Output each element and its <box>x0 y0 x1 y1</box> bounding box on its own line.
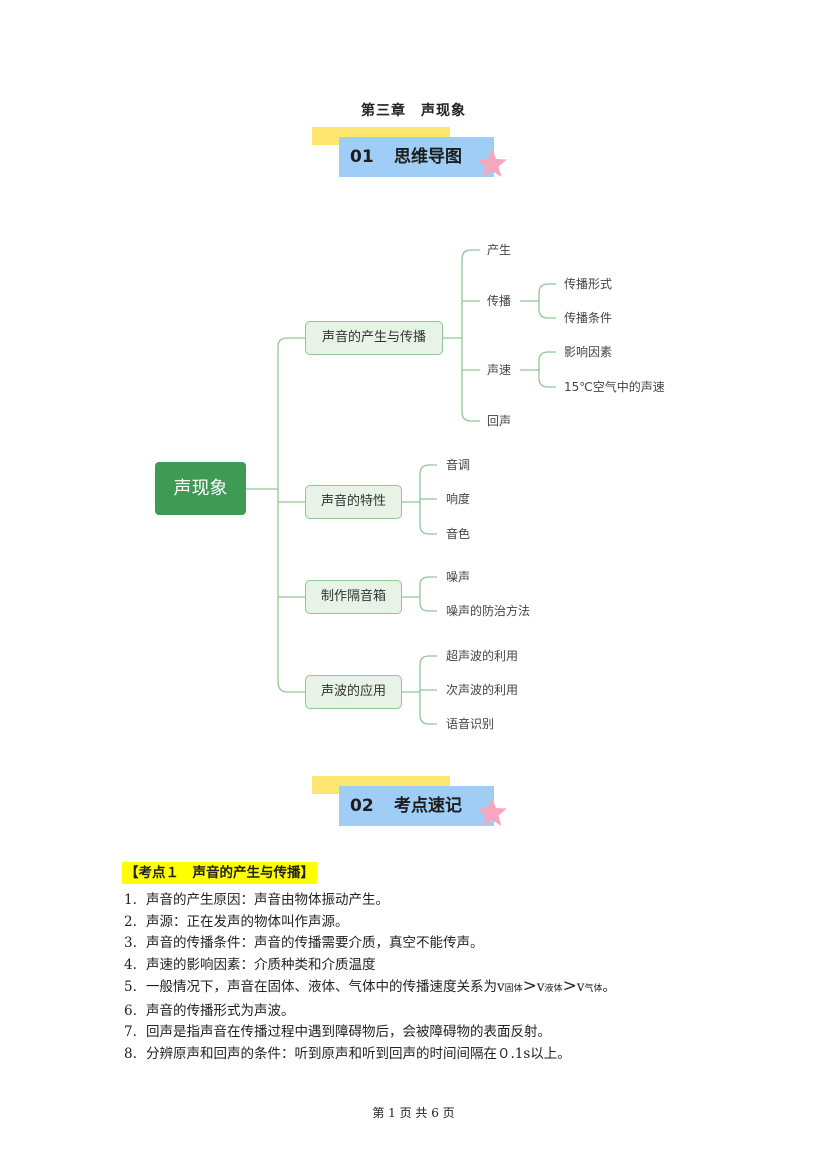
star-icon <box>477 798 507 826</box>
chapter-title: 第三章 声现象 <box>361 103 466 119</box>
mindmap-leaf: 声速 <box>487 363 512 377</box>
mindmap-leaf: 响度 <box>446 492 471 506</box>
list-item: 3.声音的传播条件：声音的传播需要介质，真空不能传声。 <box>124 935 484 951</box>
mindmap-leaf: 15℃空气中的声速 <box>564 380 665 394</box>
keypoint-title: 【考点１ 声音的产生与传播】 <box>122 862 317 884</box>
keypoint-list: 1.声音的产生原因：声音由物体振动产生。 2.声源：正在发声的物体叫作声源。 3… <box>124 890 724 1065</box>
mindmap-leaf: 回声 <box>487 414 512 428</box>
mindmap-root: 声现象 <box>155 462 246 515</box>
section-title: 思维导图 <box>394 147 462 167</box>
list-item: 5.一般情况下，声音在固体、液体、气体中的传播速度关系为v固体>v液体>v气体。 <box>124 976 616 996</box>
page-footer: 第 1 页 共 6 页 <box>372 1106 455 1120</box>
section-banner-keypoints: 02 考点速记 <box>312 776 512 836</box>
mindmap-branch-characteristics: 声音的特性 <box>305 485 402 519</box>
list-item: 2.声源：正在发声的物体叫作声源。 <box>124 913 349 930</box>
mindmap-leaf: 语音识别 <box>446 717 495 731</box>
mindmap-leaf: 音调 <box>446 458 471 472</box>
list-item: 4.声速的影响因素：介质种类和介质温度 <box>124 956 376 973</box>
mindmap-leaf: 传播形式 <box>564 277 613 291</box>
section-title: 考点速记 <box>394 796 462 816</box>
list-item: 7.回声是指声音在传播过程中遇到障碍物后，会被障碍物的表面反射。 <box>124 1024 551 1040</box>
mindmap-leaf: 音色 <box>446 527 471 541</box>
mindmap-leaf: 影响因素 <box>564 345 613 359</box>
mindmap-leaf: 传播 <box>487 294 512 308</box>
mindmap-leaf: 次声波的利用 <box>446 683 519 697</box>
mindmap-branch-soundproof-box: 制作隔音箱 <box>305 580 402 614</box>
mindmap-branch-production-propagation: 声音的产生与传播 <box>305 321 443 355</box>
section-heading: 01 思维导图 <box>350 137 462 177</box>
list-item: 8.分辨原声和回声的条件：听到原声和听到回声的时间间隔在０.1s以上。 <box>124 1045 571 1062</box>
mindmap-leaf: 噪声的防治方法 <box>446 604 531 618</box>
mindmap-leaf: 超声波的利用 <box>446 649 519 663</box>
list-item: 1.声音的产生原因：声音由物体振动产生。 <box>124 892 389 908</box>
banner-blue-box <box>339 137 494 177</box>
mindmap-leaf: 传播条件 <box>564 311 613 325</box>
mindmap-branch-applications: 声波的应用 <box>305 675 402 709</box>
mindmap-leaf: 产生 <box>487 243 512 257</box>
section-number: 02 <box>350 796 374 816</box>
section-heading: 02 考点速记 <box>350 786 462 826</box>
section-number: 01 <box>350 147 374 167</box>
mindmap-leaf: 噪声 <box>446 570 471 584</box>
star-icon <box>477 149 507 177</box>
section-banner-mindmap: 01 思维导图 <box>312 127 512 187</box>
banner-blue-box <box>339 786 494 826</box>
list-item: 6.声音的传播形式为声波。 <box>124 1002 295 1019</box>
